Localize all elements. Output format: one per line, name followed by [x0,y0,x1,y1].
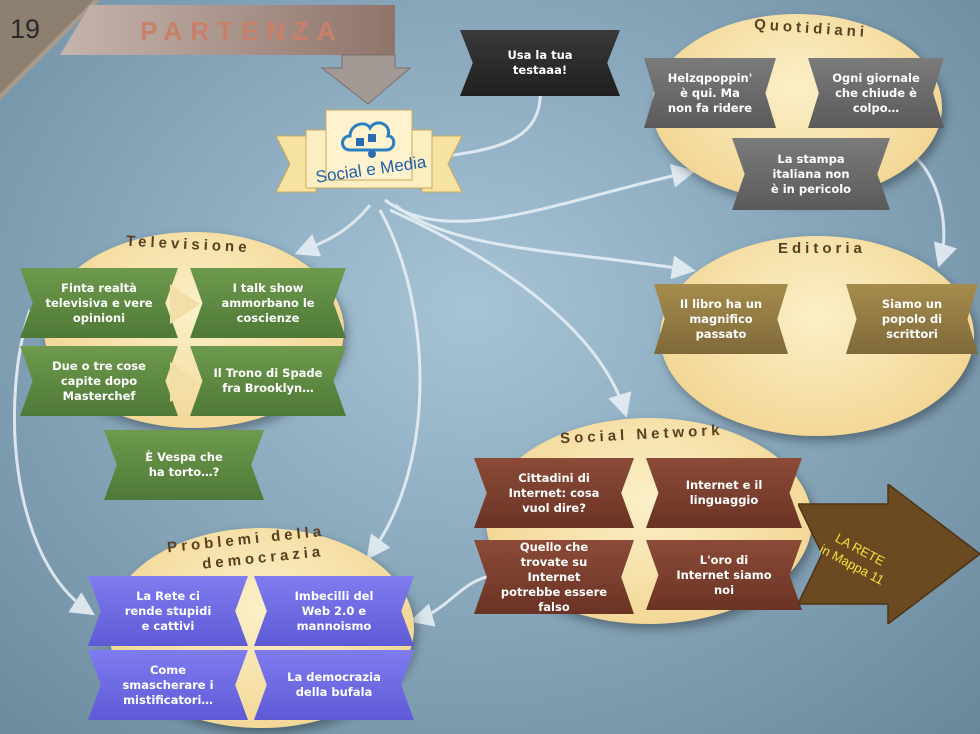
note-banner: Usa la tua testaaa! [460,30,620,96]
arrow-center-to-editoria [394,203,696,280]
democrazia-item-1[interactable]: Imbecilli del Web 2.0 e mannoismo [254,576,414,646]
slide-number: 19 [10,14,41,44]
democrazia-item-2[interactable]: Come smascherare i mistificatori… [88,650,248,720]
partenza-label: PARTENZA [140,16,344,46]
social-item-1[interactable]: Internet e il linguaggio [646,458,802,528]
slide-number-corner [0,0,100,100]
tv-connectors [170,284,200,402]
tv-item-2[interactable]: Due o tre cose capite dopo Masterchef [20,346,178,416]
partenza-banner-shape [60,5,412,105]
tv-item-0[interactable]: Finta realtà televisiva e vere opinioni [20,268,178,338]
social-item-2[interactable]: Quello che trovate su Internet potrebbe … [474,540,634,614]
arrow-quotidiani-to-editoria [914,156,957,268]
editoria-item-1[interactable]: Siamo un popolo di scrittori [846,284,978,354]
quotidiani-item-1[interactable]: Ogni giornale che chiude è colpo… [808,58,944,128]
editoria-item-0[interactable]: Il libro ha un magnifico passato [654,284,788,354]
editoria-title: Editoria [778,240,866,257]
democrazia-item-3[interactable]: La democrazia della bufala [254,650,414,720]
tv-item-1[interactable]: I talk show ammorbano le coscienze [190,268,346,338]
la-rete-arrow-shape [798,484,980,624]
arrow-center-to-democrazia [366,209,422,560]
social-item-3[interactable]: L'oro di Internet siamo noi [646,540,802,610]
quotidiani-item-0[interactable]: Helzqpoppin' è qui. Ma non fa ridere [644,58,776,128]
arrow-center-to-tv [294,204,372,257]
cloud-social-icon [341,121,396,158]
social-item-0[interactable]: Cittadini di Internet: cosa vuol dire? [474,458,634,528]
arrow-center-to-social [389,208,632,418]
note-text: Usa la tua testaaa! [507,48,573,77]
democrazia-item-0[interactable]: La Rete ci rende stupidi e cattivi [88,576,248,646]
tv-item-3[interactable]: Il Trono di Spade fra Brooklyn… [190,346,346,416]
tv-item-4[interactable]: È Vespa che ha torto…? [104,430,264,500]
quotidiani-item-2[interactable]: La stampa italiana non è in pericolo [732,138,890,210]
